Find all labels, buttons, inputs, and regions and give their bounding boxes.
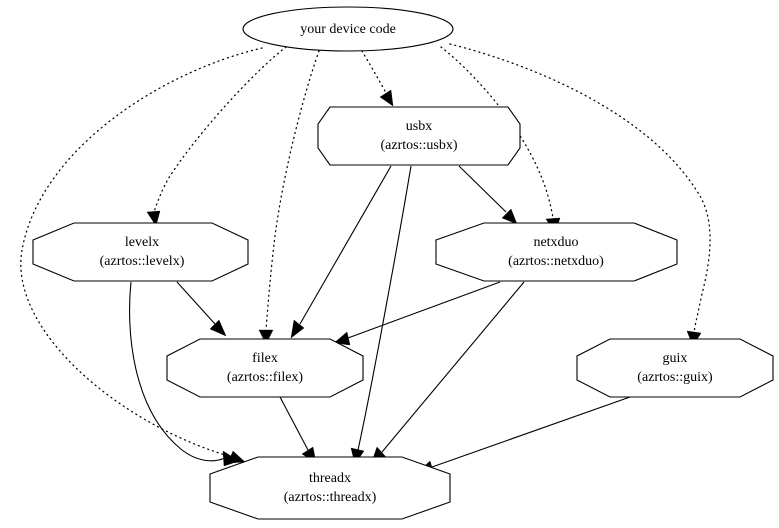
node-label-usbx-line1: usbx — [406, 119, 432, 134]
node-netxduo[interactable]: netxduo (azrtos::netxduo) — [435, 222, 678, 282]
node-label-filex-line1: filex — [252, 351, 278, 366]
node-label-threadx-line2: (azrtos::threadx) — [284, 490, 377, 505]
edge-filex-threadx — [279, 396, 317, 464]
node-usbx[interactable]: usbx (azrtos::usbx) — [317, 106, 521, 166]
node-shape-octagon — [209, 456, 451, 520]
node-label-device-line1: your device code — [300, 22, 396, 37]
edge-usbx-netxduo — [458, 165, 518, 225]
edge-levelx-threadx — [129, 281, 240, 467]
node-shape-octagon — [435, 222, 678, 282]
node-label-filex-line2: (azrtos::filex) — [227, 370, 304, 385]
node-shape-octagon — [32, 222, 249, 282]
edge-device-usbx — [361, 50, 394, 107]
node-threadx[interactable]: threadx (azrtos::threadx) — [209, 456, 451, 520]
edge-netxduo-filex — [333, 281, 501, 346]
edge-levelx-filex — [176, 281, 227, 337]
node-label-levelx-line2: (azrtos::levelx) — [100, 254, 185, 269]
edge-device-filex — [258, 50, 320, 345]
edge-netxduo-threadx — [370, 281, 525, 465]
node-label-threadx-line1: threadx — [309, 471, 351, 486]
node-label-guix-line2: (azrtos::guix) — [637, 370, 713, 385]
node-label-levelx-line1: levelx — [125, 235, 159, 250]
node-guix[interactable]: guix (azrtos::guix) — [576, 338, 774, 398]
node-shape-octagon — [576, 338, 774, 398]
node-label-guix-line1: guix — [663, 351, 688, 366]
node-filex[interactable]: filex (azrtos::filex) — [166, 338, 364, 398]
edge-device-levelx — [146, 46, 287, 227]
edge-guix-threadx — [417, 396, 631, 475]
node-shape-octagon — [166, 338, 364, 398]
node-label-netxduo-line1: netxduo — [533, 235, 578, 250]
node-label-usbx-line2: (azrtos::usbx) — [381, 138, 458, 153]
edge-usbx-threadx — [350, 165, 412, 465]
node-shape-octagon — [317, 106, 521, 166]
node-levelx[interactable]: levelx (azrtos::levelx) — [32, 222, 249, 282]
node-label-netxduo-line2: (azrtos::netxduo) — [508, 254, 604, 269]
node-your-device-code[interactable]: your device code — [242, 6, 454, 52]
node-shape-ellipse — [242, 6, 454, 52]
node-layer: your device code usbx (azrtos::usbx) lev… — [32, 6, 774, 520]
edge-usbx-filex — [290, 165, 392, 339]
